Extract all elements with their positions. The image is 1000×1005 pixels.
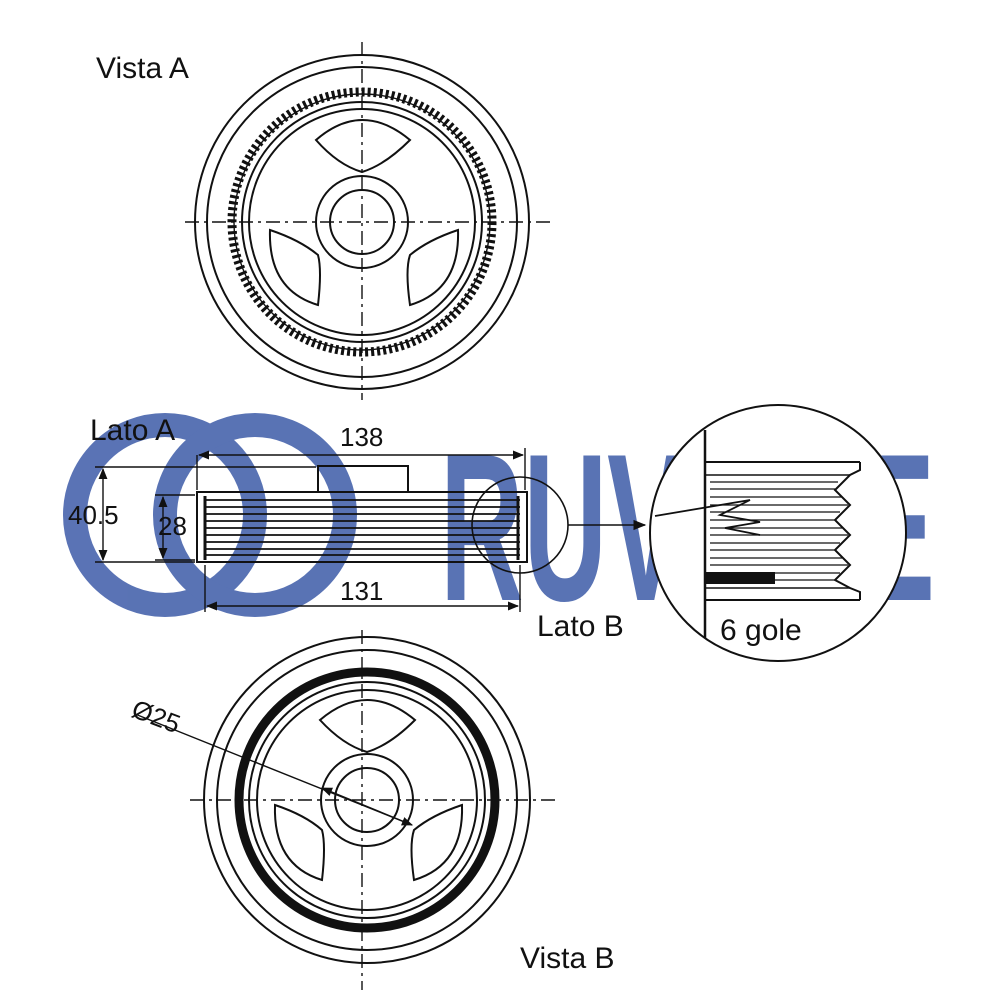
view-a-label: Vista A xyxy=(96,52,189,85)
view-b-pulley xyxy=(134,630,555,990)
side-view-pulley xyxy=(196,465,647,574)
dimension-138: 138 xyxy=(340,422,383,452)
groove-count-label: 6 gole xyxy=(720,614,802,647)
side-b-label: Lato B xyxy=(537,610,624,643)
view-b-label: Vista B xyxy=(520,942,615,975)
groove-detail: 6 gole xyxy=(649,404,907,662)
dimension-lines xyxy=(95,448,526,612)
dimension-40-5: 40.5 xyxy=(68,500,119,530)
view-a-pulley xyxy=(185,42,555,400)
dimension-131: 131 xyxy=(340,576,383,606)
bore-diameter-label: Ø25 xyxy=(128,694,185,740)
dimension-28: 28 xyxy=(158,511,187,541)
side-a-label: Lato A xyxy=(90,414,175,447)
